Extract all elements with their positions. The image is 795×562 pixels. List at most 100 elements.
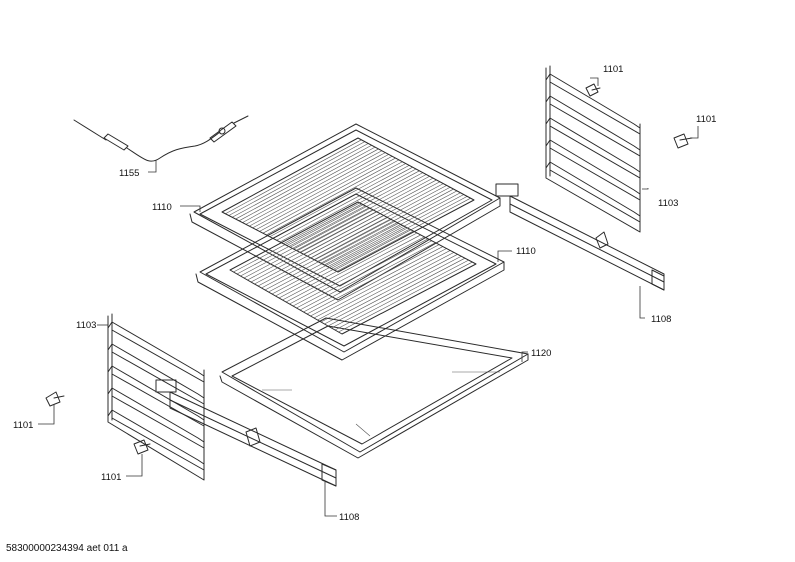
wire — [289, 234, 421, 305]
upper-rack-wires — [225, 139, 471, 271]
part-1103-left-shelf-support — [107, 313, 205, 481]
callout-1103-right-support: 1103 — [658, 198, 678, 209]
wire — [261, 219, 392, 289]
part-1101-screw-bottom — [133, 439, 151, 455]
wire — [317, 250, 451, 321]
wire — [327, 255, 462, 327]
wire — [299, 240, 432, 311]
wire — [317, 188, 454, 262]
wire — [252, 154, 389, 229]
callout-1101-left-screw: 1101 — [13, 420, 33, 431]
wire — [262, 159, 400, 234]
callout-1155-probe: 1155 — [119, 168, 139, 179]
wire — [283, 170, 420, 245]
wire — [257, 217, 388, 287]
part-1120-baking-tray — [219, 317, 529, 459]
wire — [266, 161, 403, 236]
support-rung — [545, 161, 641, 223]
part-1110-upper-wire-rack — [189, 123, 501, 301]
wire — [313, 186, 451, 260]
wire — [243, 209, 373, 279]
wire — [254, 215, 384, 285]
wire — [250, 213, 381, 283]
wire — [278, 228, 410, 299]
callout-1108-right-rail: 1108 — [651, 314, 671, 325]
leader-lines — [38, 77, 699, 517]
wire — [320, 252, 455, 323]
wire — [271, 224, 403, 295]
part-1108-right-telescopic-rail — [495, 183, 665, 291]
wire — [268, 223, 399, 293]
wire — [331, 257, 466, 329]
support-rung — [107, 343, 205, 405]
wire — [242, 148, 379, 223]
wire — [235, 145, 372, 220]
wire — [275, 226, 407, 297]
wire — [259, 157, 396, 232]
wire — [303, 242, 436, 313]
wire — [228, 141, 365, 216]
wire — [324, 192, 461, 266]
callout-1108-left-rail: 1108 — [339, 512, 359, 523]
wire — [269, 163, 406, 237]
wire — [255, 155, 393, 230]
wire — [245, 150, 383, 225]
support-rung — [107, 321, 205, 383]
wire — [233, 203, 362, 273]
part-1110-lower-wire-rack — [195, 187, 505, 361]
wire — [293, 176, 430, 250]
support-rung — [107, 365, 205, 427]
wire — [285, 232, 418, 303]
wire — [292, 236, 425, 307]
callout-1101-right-screw: 1101 — [696, 114, 716, 125]
support-rung — [107, 409, 205, 471]
wire — [264, 221, 396, 291]
support-rung — [545, 139, 641, 201]
wire — [238, 146, 376, 222]
wire — [290, 174, 427, 248]
wire — [276, 166, 413, 241]
document-id: 58300000234394 aet 011 a — [6, 543, 128, 554]
callout-1110-lower-rack: 1110 — [516, 246, 536, 257]
part-1101-screw-top — [585, 83, 601, 97]
wire — [286, 172, 423, 246]
wire — [240, 207, 370, 277]
part-1101-screw-right — [673, 133, 693, 149]
support-rung — [545, 117, 641, 179]
part-1101-screw-left — [45, 391, 65, 407]
right-support-rungs — [545, 73, 641, 223]
wire — [225, 139, 362, 215]
part-1103-right-shelf-support — [545, 65, 641, 233]
wire — [296, 177, 434, 252]
wire — [300, 179, 437, 253]
callout-1110-upper-rack: 1110 — [152, 202, 172, 213]
wire — [247, 211, 377, 281]
wire — [324, 254, 458, 325]
wire — [236, 205, 366, 275]
wire — [282, 230, 414, 301]
wire — [313, 248, 447, 319]
part-1108-left-telescopic-rail — [155, 379, 337, 487]
wire — [334, 259, 469, 331]
wire — [331, 196, 468, 269]
callout-1120-tray: 1120 — [531, 348, 551, 359]
wire — [310, 246, 443, 317]
wire — [249, 152, 386, 227]
part-1155-temperature-probe — [73, 115, 249, 162]
wire — [338, 261, 473, 333]
wire — [232, 143, 369, 218]
left-support-rungs — [107, 321, 205, 471]
callout-1101-bottom-screw: 1101 — [101, 472, 121, 483]
support-rung — [545, 95, 641, 157]
callout-1103-left-support: 1103 — [76, 320, 96, 331]
wire — [296, 238, 429, 309]
support-rung — [107, 387, 205, 449]
wire — [279, 168, 417, 243]
support-rung — [545, 73, 641, 135]
callout-1101-top-screw: 1101 — [603, 64, 623, 75]
lower-rack-wires — [233, 203, 473, 333]
wire — [334, 197, 471, 271]
wire — [320, 190, 458, 264]
wire — [327, 194, 464, 267]
